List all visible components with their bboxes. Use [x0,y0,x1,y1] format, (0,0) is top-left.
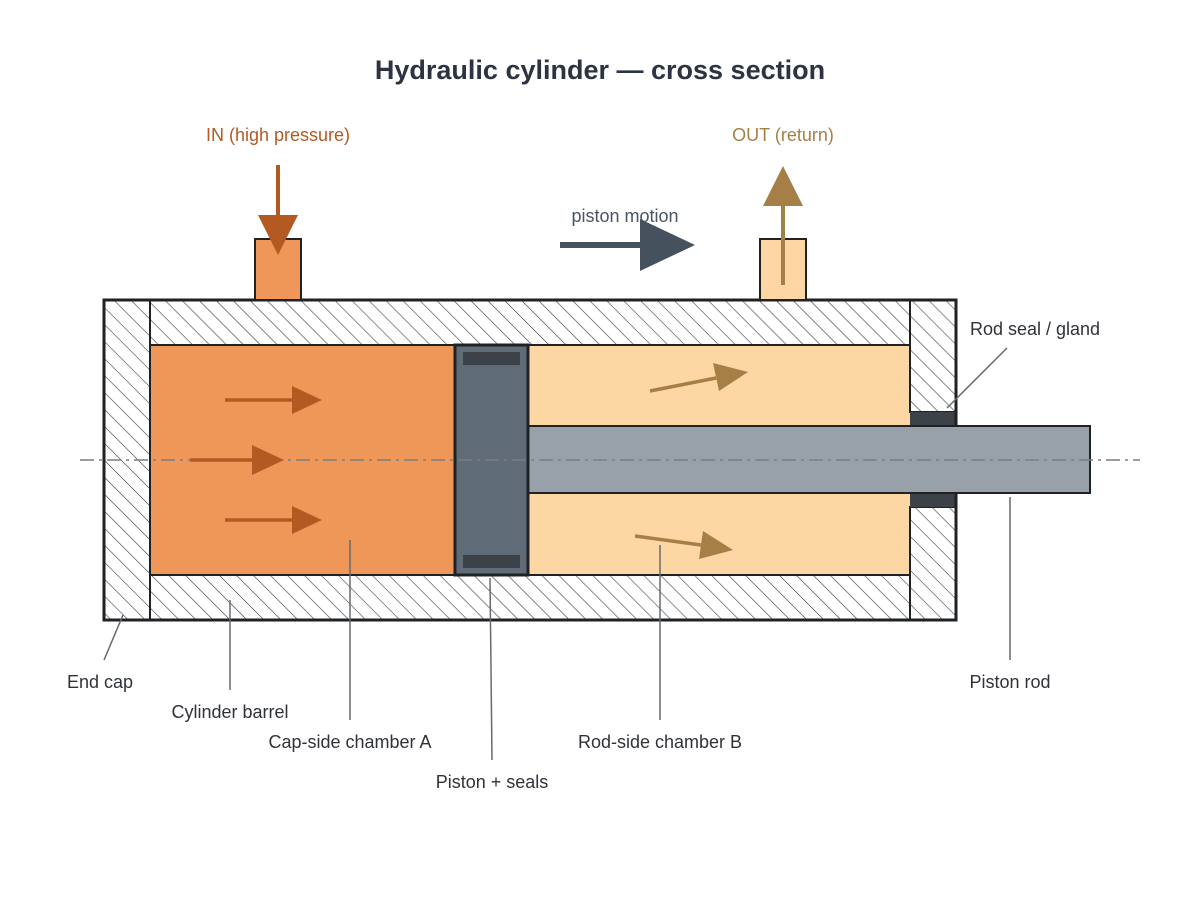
rod-seal-top [910,412,956,426]
piston-seal-top [463,352,520,365]
inlet-arrow-icon [258,215,298,255]
diagram-title: Hydraulic cylinder — cross section [375,55,825,85]
piston-seal-bottom [463,555,520,568]
return-flow-arrows [634,363,748,559]
end-cap-label: End cap [67,672,133,692]
piston-motion-arrow-icon [640,219,695,271]
piston-motion-label: piston motion [571,206,678,226]
pressure-flow-arrows [190,386,322,534]
inlet-port-label: IN (high pressure) [206,125,350,145]
cap-side-chamber-label: Cap-side chamber A [268,732,431,752]
outlet-port-label: OUT (return) [732,125,834,145]
rod-seal-label: Rod seal / gland [970,319,1100,339]
outlet-arrow-icon [763,166,803,206]
rod-side-chamber-label: Rod-side chamber B [578,732,742,752]
rod-seal-bottom [910,493,956,507]
cylinder-barrel-label: Cylinder barrel [171,702,288,722]
rod-seal-leader [946,347,1008,409]
gland-top [909,299,957,413]
piston-rod-label: Piston rod [969,672,1050,692]
cylinder-barrel-bottom [149,574,911,621]
gland-bottom [909,506,957,621]
end-cap-leader [103,614,124,661]
piston-seals-leader [489,577,493,761]
piston-seals-label: Piston + seals [436,772,549,792]
rod-side-chamber-bottom [528,493,910,575]
cylinder-barrel-top [149,299,911,346]
